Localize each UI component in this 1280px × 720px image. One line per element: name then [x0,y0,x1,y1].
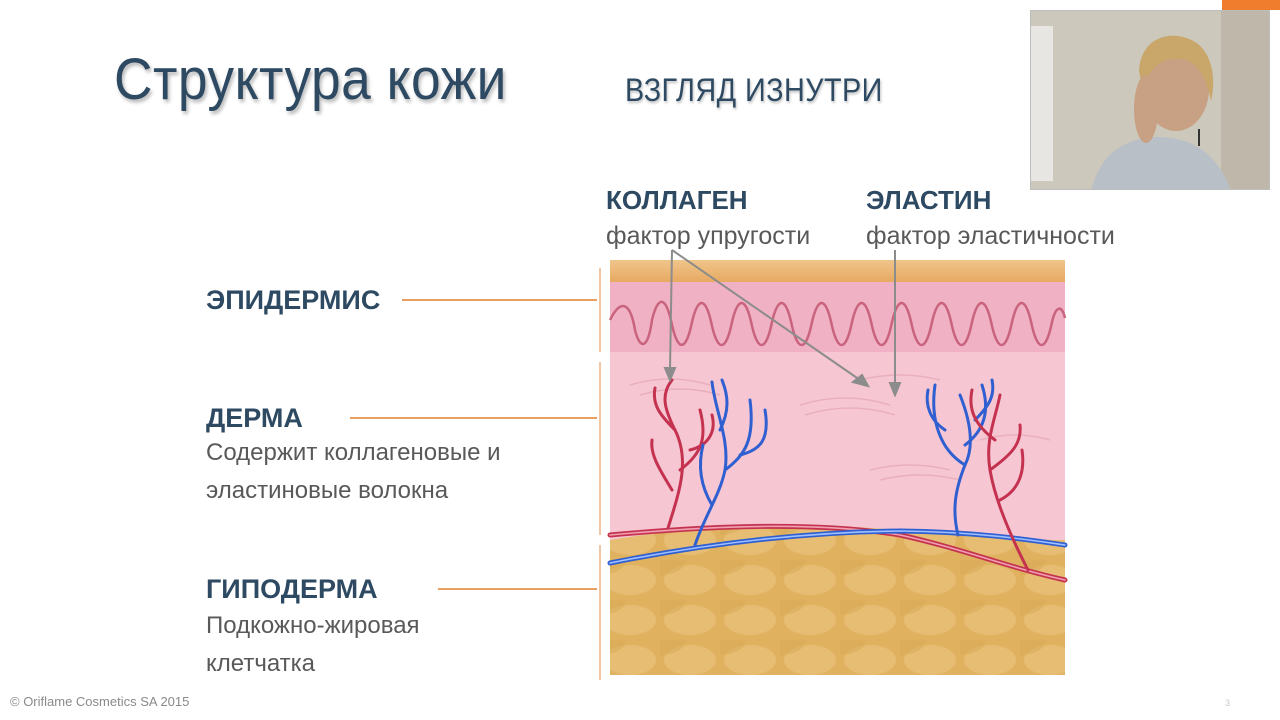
accent-corner-bar [1222,0,1280,10]
presenter-webcam-thumbnail [1030,10,1270,190]
label-connectors [350,268,601,680]
slide-title: Структура кожи [114,47,507,112]
slide-subtitle: ВЗГЛЯД ИЗНУТРИ [625,72,883,108]
epidermis-label: ЭПИДЕРМИС [206,285,381,315]
page-number: 3 [1224,698,1230,708]
skin-block [608,260,1067,675]
hypodermis-layer [610,525,1065,675]
fiber-strands [629,374,1051,481]
dermis-description: Содержит коллагеновые и эластиновые воло… [206,434,501,510]
dermis-description-line-1: Содержит коллагеновые и [206,439,501,466]
dermis-label: ДЕРМА [206,403,303,433]
dermal-papillae-line [608,300,1067,347]
hypodermis-description-line-2: клетчатка [206,650,316,677]
presenter-figure [1031,11,1269,189]
copyright-footer: © Oriflame Cosmetics SA 2015 [10,694,190,709]
fiber-pointer-arrows [663,249,902,398]
hypodermis-label: ГИПОДЕРМА [206,574,378,604]
hypodermis-description: Подкожно-жировая клетчатка [206,607,420,683]
epidermis-surface-layer [610,260,1065,282]
collagen-heading: КОЛЛАГЕН [606,185,748,215]
collagen-description: фактор упругости [606,222,811,250]
hypodermis-description-line-1: Подкожно-жировая [206,612,420,639]
blood-vessels [607,378,1068,583]
elastin-heading: ЭЛАСТИН [866,185,992,215]
elastin-description: фактор эластичности [866,222,1115,250]
dermis-description-line-2: эластиновые волокна [206,477,449,504]
